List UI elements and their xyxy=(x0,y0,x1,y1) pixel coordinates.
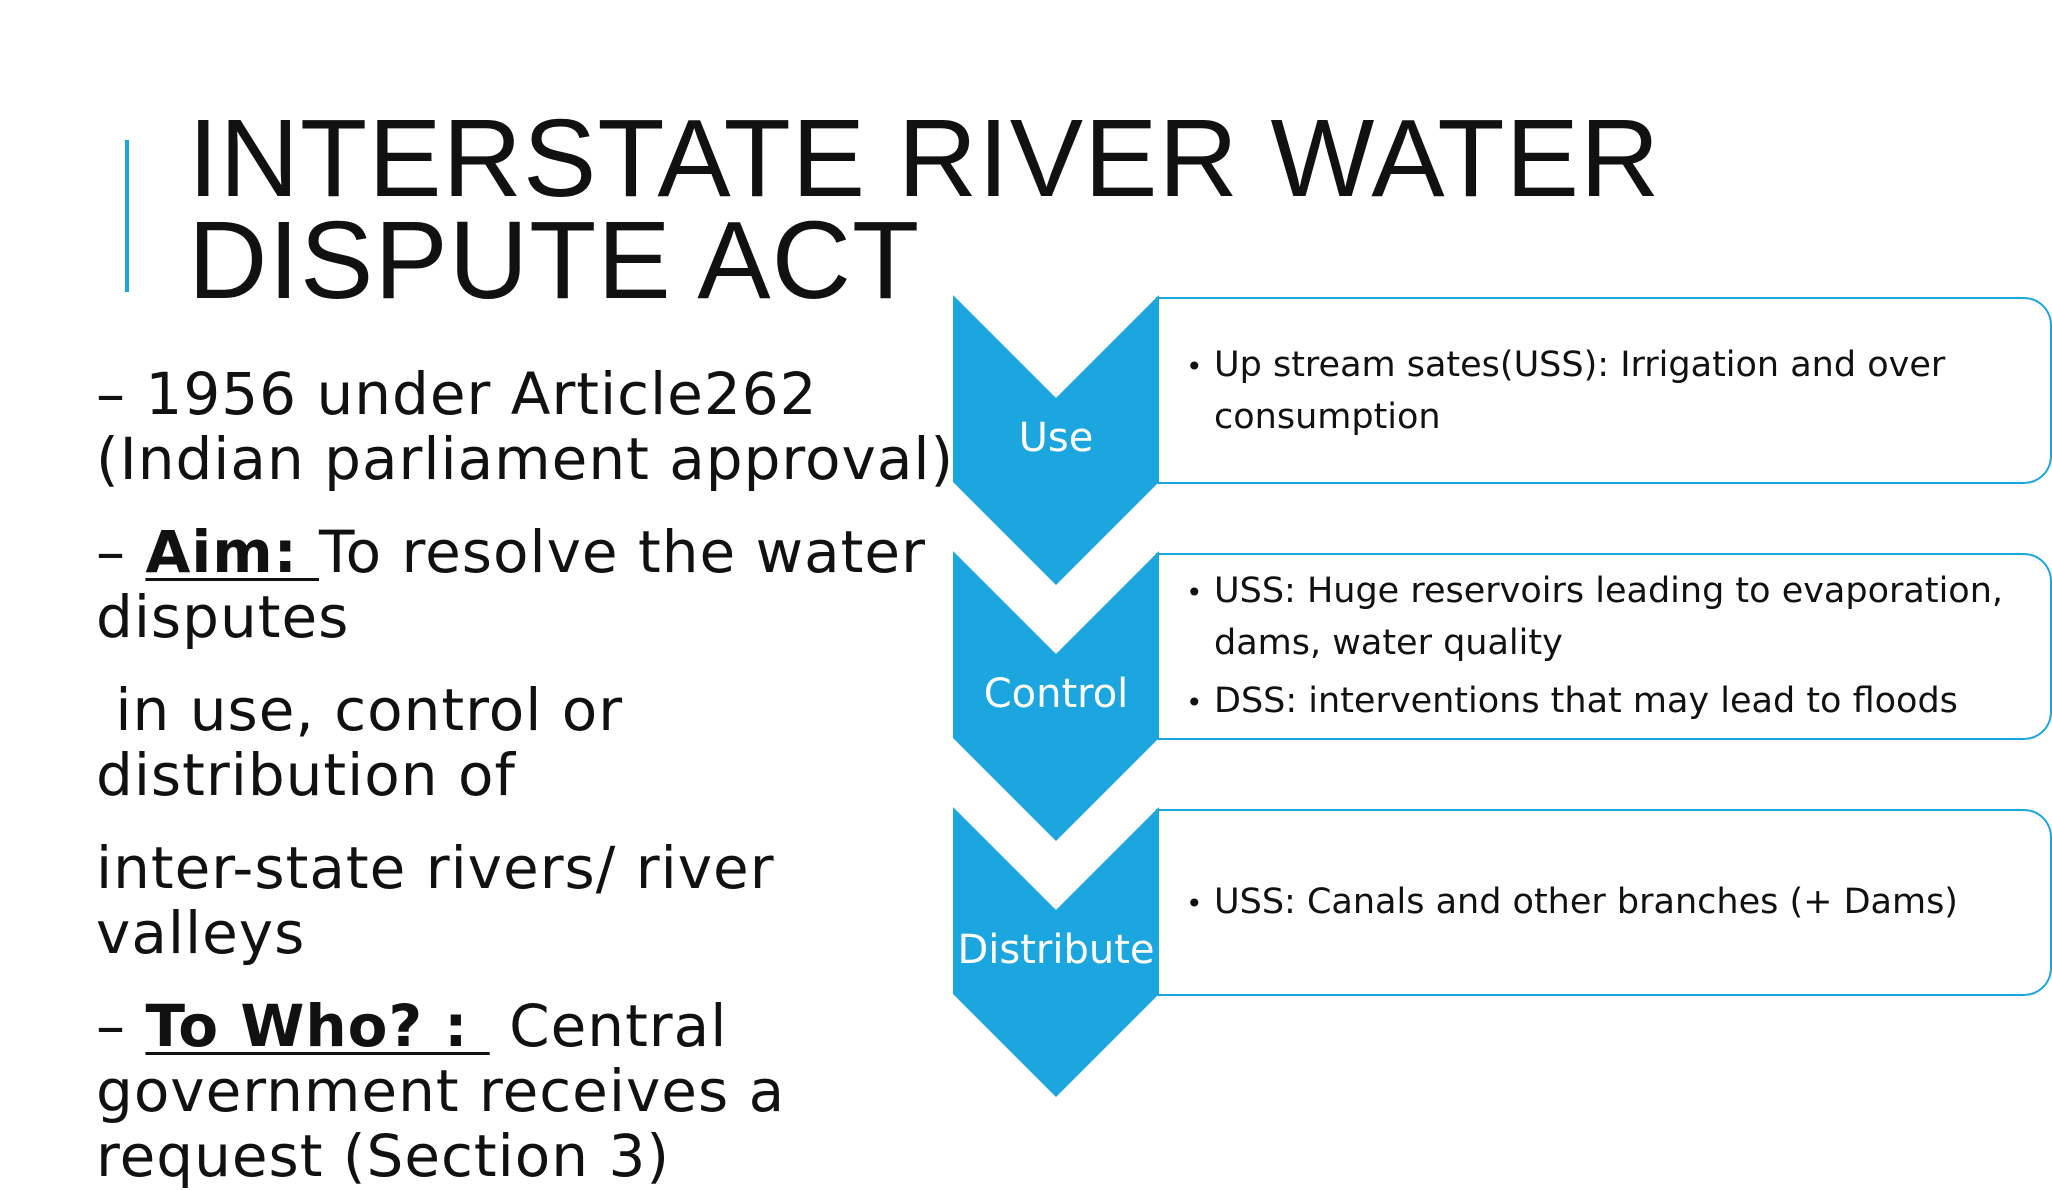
step-label-distribute: Distribute xyxy=(957,927,1155,973)
process-diagram: Up stream sates(USS): Irrigation and ove… xyxy=(953,295,2052,1105)
paragraph-rivers: inter-state rivers/ river valleys xyxy=(96,836,956,966)
step-control-bullet-2: DSS: interventions that may lead to floo… xyxy=(1186,676,2050,728)
chevron-use-shape xyxy=(953,295,1159,585)
aim-line-1: – Aim: To resolve the water xyxy=(96,520,956,585)
step-distribute-bullet-1: USS: Canals and other branches (+ Dams) xyxy=(1186,877,2050,929)
paragraph-to-who: – To Who? : Central government receives … xyxy=(96,994,956,1189)
rivers-line-2: valleys xyxy=(96,899,306,967)
paragraph-article: – 1956 under Article262 (Indian parliame… xyxy=(96,362,956,492)
step-control-bullet-1: USS: Huge reservoirs leading to evaporat… xyxy=(1186,566,2050,668)
body-text: – 1956 under Article262 (Indian parliame… xyxy=(96,362,956,1189)
chevron-distribute-shape xyxy=(953,807,1159,1097)
article-line-1: – 1956 under Article262 xyxy=(96,360,818,428)
aim-dash: – xyxy=(96,518,146,586)
article-line-2: (Indian parliament approval) xyxy=(96,425,955,493)
paragraph-scope: in use, control or distribution of xyxy=(96,678,956,808)
to-who-line-2: government receives a xyxy=(96,1057,786,1125)
step-box-control: USS: Huge reservoirs leading to evaporat… xyxy=(1156,553,2052,740)
scope-line-2: distribution of xyxy=(96,741,516,809)
slide-title: INTERSTATE RIVER WATER DISPUTE ACT xyxy=(188,97,1661,322)
step-label-control: Control xyxy=(983,671,1129,717)
chevron-control xyxy=(953,551,1159,841)
to-who-line-1: – To Who? : Central xyxy=(96,994,956,1059)
step-box-distribute: USS: Canals and other branches (+ Dams) xyxy=(1156,809,2052,996)
scope-line-1: in use, control or xyxy=(96,676,624,744)
step-use-bullet-1: Up stream sates(USS): Irrigation and ove… xyxy=(1186,340,2050,442)
rivers-line-1: inter-state rivers/ river xyxy=(96,834,775,902)
to-who-text: Central xyxy=(489,992,728,1060)
title-accent-bar xyxy=(125,140,129,292)
slide-title-line-1: INTERSTATE RIVER WATER xyxy=(188,97,1661,220)
paragraph-aim: – Aim: To resolve the water disputes xyxy=(96,520,956,650)
to-who-label: To Who? : xyxy=(145,992,490,1060)
step-label-use: Use xyxy=(1018,415,1094,461)
aim-label: Aim: xyxy=(145,518,320,586)
aim-line-2: disputes xyxy=(96,583,350,651)
slide-title-line-2: DISPUTE ACT xyxy=(188,199,921,322)
aim-text: To resolve the water xyxy=(319,518,926,586)
to-who-dash: – xyxy=(96,992,146,1060)
chevron-control-shape xyxy=(953,551,1159,841)
chevron-use xyxy=(953,295,1159,585)
to-who-line-3: request (Section 3) xyxy=(96,1122,670,1190)
chevron-distribute xyxy=(953,807,1159,1097)
step-box-use: Up stream sates(USS): Irrigation and ove… xyxy=(1156,297,2052,484)
